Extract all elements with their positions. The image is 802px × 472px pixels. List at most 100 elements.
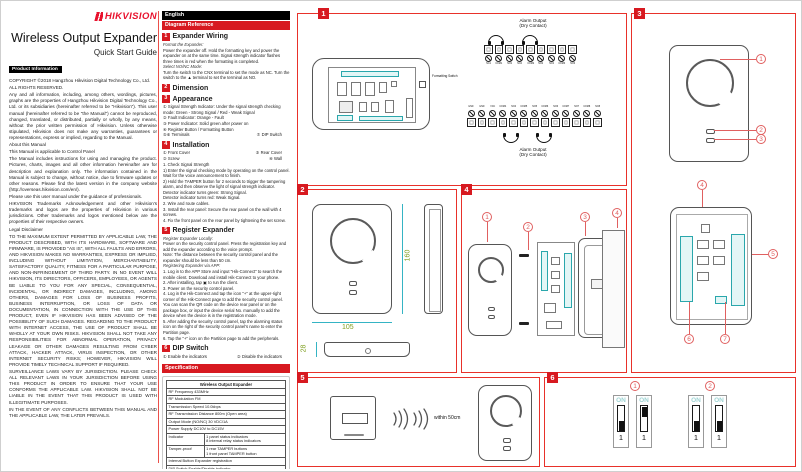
text-line: Power the expander off. Hold the formatt… xyxy=(163,47,281,64)
text-line: 2. Wire and route cables. xyxy=(163,201,210,207)
column-divider xyxy=(158,11,159,463)
terminal: COM2 xyxy=(525,45,536,66)
diagram-reference-banner: Diagram Reference xyxy=(162,21,290,30)
language-banner: English xyxy=(162,11,290,20)
distance-label: within 50cm xyxy=(434,415,461,421)
panel-badge: 5 xyxy=(297,372,308,383)
terminal-clamp xyxy=(536,45,545,54)
instructions-column: English Diagram Reference 1 Expander Wir… xyxy=(162,11,290,469)
expander-internal-figure xyxy=(670,207,752,325)
terminal: NC3 xyxy=(546,45,557,66)
section-number: 5 xyxy=(162,226,170,235)
terminal: NO2 xyxy=(536,45,547,66)
panel-installation: 4 1 2 3 4 xyxy=(461,184,627,373)
terminal: GND xyxy=(466,105,477,127)
text-line: ④ Wall xyxy=(269,156,282,162)
terminal-screw xyxy=(541,109,549,117)
spec-row: DIP Switch Enable/Disable indicator xyxy=(166,464,286,469)
two-col-row: ② Screw ④ Wall xyxy=(163,156,290,162)
terminal-clamp xyxy=(526,45,535,54)
spec-cell: 1 panel status indicators 8 internal rel… xyxy=(203,432,287,447)
terminal-clamp xyxy=(568,45,577,54)
dip-on-label: ON xyxy=(714,397,724,404)
terminal-screw xyxy=(547,55,555,62)
terminal-screw xyxy=(530,109,538,117)
callout-1: 1 xyxy=(482,212,492,222)
callout-line xyxy=(725,302,726,334)
depth-dim-value: 28 xyxy=(300,344,308,353)
terminal-label: COM7 xyxy=(562,105,570,108)
fault-led xyxy=(706,129,715,134)
dip-group-number: 2 xyxy=(705,381,715,391)
legal-paragraph: IN THE EVENT OF ANY CONFLICTS BETWEEN TH… xyxy=(9,406,157,418)
section-expander-wiring: 1 Expander Wiring Format the Expander:Po… xyxy=(162,33,290,81)
dip-on-label: ON xyxy=(639,397,649,404)
text-line: 1. Log in to the APP Store and input "Hi… xyxy=(163,268,283,280)
terminal-clamp xyxy=(484,45,493,54)
callout-line xyxy=(689,302,690,334)
panel-register: 5 within 50cm xyxy=(297,372,540,467)
text-line: ① Enable the indicators xyxy=(163,353,208,359)
hikvision-logo: HIKVISION xyxy=(9,11,157,22)
screw-figure xyxy=(519,322,529,325)
text-line: ⑦ DIP Switch xyxy=(256,132,282,138)
text-line: Note: The distance between the security … xyxy=(163,252,278,263)
text-line: 1) Enter the signal checking mode by ope… xyxy=(163,167,290,179)
terminal-label: NC1 xyxy=(485,62,491,65)
terminal-clamp xyxy=(540,117,549,127)
terminal-clamp xyxy=(488,117,497,127)
terminal-screw xyxy=(516,55,524,62)
spec-table-header: Wireless Output Expander xyxy=(166,379,286,389)
screw-figure xyxy=(519,254,529,257)
wire-loop xyxy=(536,134,552,143)
text-line: ② Fault Indicator: Orange - Fault xyxy=(163,115,224,121)
formatting-switch-label: Formatting Switch xyxy=(432,74,458,78)
spec-row: Output Mode (NO/NC) 30 VDC/1A xyxy=(166,417,286,427)
terminal-screw xyxy=(593,109,601,117)
callout-4: 4 xyxy=(612,208,622,218)
callout-line xyxy=(617,218,618,228)
spec-cell: Transmission Speed 10.0kbps xyxy=(166,402,286,412)
section-title: Installation xyxy=(172,141,210,149)
terminal: COM7 xyxy=(561,105,572,127)
text-line: 2) Hold the TAMPER button for 2 seconds … xyxy=(163,178,286,190)
callout-3: 3 xyxy=(580,212,590,222)
alarm-output-bottom-label: Alarm Output (Dry Contact) xyxy=(519,147,547,157)
terminal-screw xyxy=(568,55,576,62)
dimension-bottom-figure xyxy=(324,342,410,357)
terminal-clamp xyxy=(467,117,476,127)
section-title: Register Expander xyxy=(172,226,235,234)
spec-cell: Tamper-proof xyxy=(166,445,205,459)
terminal: NO4 xyxy=(508,105,519,127)
text-line: Detector indicator turns green: Strong S… xyxy=(163,189,247,195)
specification-table-card: Wireless Output Expander RF Frequency 43… xyxy=(162,375,290,469)
logo-text: HIKVISION xyxy=(104,11,157,22)
terminal: GND xyxy=(477,105,488,127)
dip-slot xyxy=(640,405,648,432)
spec-cell: 1 rear TAMPER buttons 1 front panel TAMP… xyxy=(203,445,287,459)
dip-toggle xyxy=(618,420,624,431)
panel-appearance: 3 1 2 3 4 5 6 7 xyxy=(631,8,796,373)
terminal-screw xyxy=(478,109,486,117)
spec-cell: DIP Switch Enable/Disable indicator xyxy=(166,464,286,469)
section-number: 4 xyxy=(162,141,170,149)
terminal-clamp xyxy=(530,117,539,127)
callout-line xyxy=(714,139,756,140)
register-button xyxy=(701,224,710,233)
text-line: ② Screw xyxy=(163,156,180,162)
product-information-label: Product Information xyxy=(9,65,62,73)
section-number: 1 xyxy=(162,33,170,41)
dip-switch-block xyxy=(715,296,727,304)
legal-text: COPYRIGHT ©2018 Hangzhou Hikvision Digit… xyxy=(9,78,157,419)
text-line: ③ Rear Cover xyxy=(255,150,282,156)
wire-loop xyxy=(503,134,519,143)
panel-expander-wiring: 1 Formatting Switch Alarm Output xyxy=(297,8,627,186)
terminal-label: GND xyxy=(468,105,474,108)
terminal-clamp xyxy=(494,45,503,54)
callout-5: 5 xyxy=(768,249,778,259)
